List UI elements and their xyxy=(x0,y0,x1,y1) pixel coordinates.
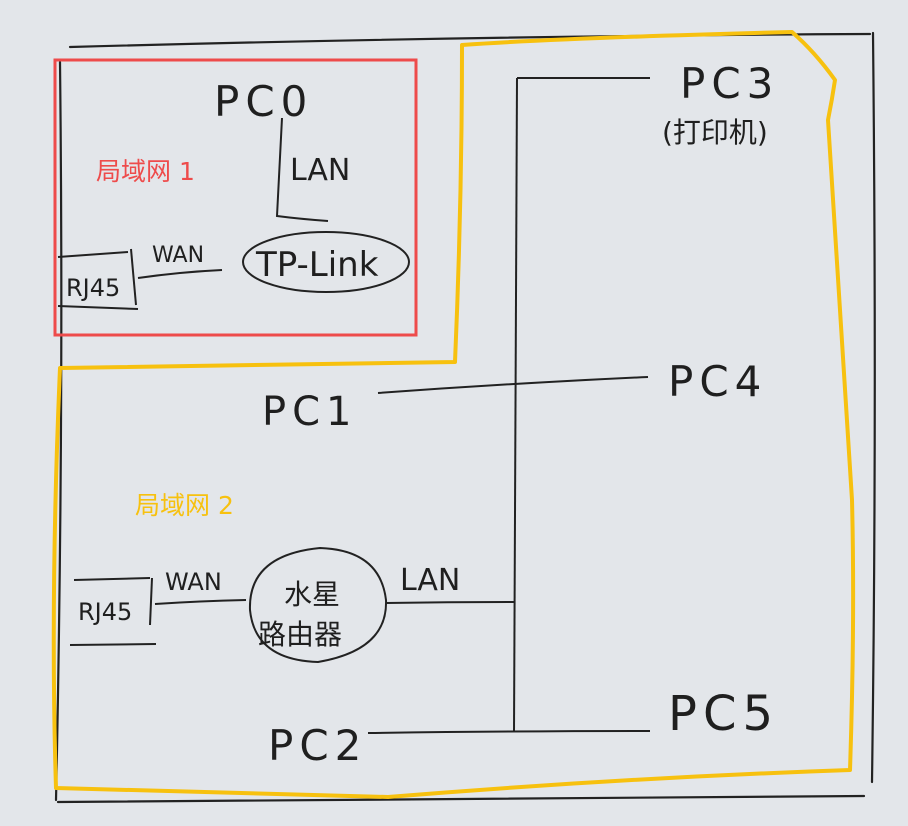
pc3-label: PC3 xyxy=(680,59,779,108)
rj45-bottom-port xyxy=(69,577,157,646)
tp-link-router-label: TP-Link xyxy=(255,245,379,285)
pc4-label: PC4 xyxy=(668,357,767,406)
pc1-pc4-link xyxy=(377,376,649,394)
pc1-label: PC1 xyxy=(262,389,358,435)
mercury-router-outline xyxy=(248,546,388,664)
wan-top-link xyxy=(137,269,223,279)
pc5-label: PC5 xyxy=(668,686,779,742)
lan2-zone-label: 局域网 2 xyxy=(135,491,234,520)
tp-link-router-outline xyxy=(242,231,410,293)
rj45-top-label: RJ45 xyxy=(66,274,120,302)
lan2-zone-border xyxy=(51,30,856,799)
backbone-line xyxy=(513,77,518,733)
lan-bottom-label: LAN xyxy=(400,563,460,598)
pc2-label: PC2 xyxy=(268,721,367,770)
rj45-top-port xyxy=(57,248,139,310)
lan1-zone-label: 局域网 1 xyxy=(96,157,195,186)
pc2-pc5-link xyxy=(367,730,651,734)
pc0-tplink-link xyxy=(275,117,329,222)
pc3-printer-note: (打印机) xyxy=(662,116,768,149)
wan-bottom-link xyxy=(154,599,247,605)
mercury-router-line1: 水星 xyxy=(284,578,340,611)
mercury-router-line2: 路由器 xyxy=(258,618,342,651)
lan-bottom-link xyxy=(385,601,515,604)
wan-bottom-label: WAN xyxy=(165,568,222,596)
rj45-bottom-label: RJ45 xyxy=(78,598,132,626)
pc0-label: PC0 xyxy=(214,77,313,126)
wan-top-label: WAN xyxy=(152,243,204,268)
lan1-link-label: LAN xyxy=(290,153,350,188)
lan1-zone-border xyxy=(53,58,418,337)
